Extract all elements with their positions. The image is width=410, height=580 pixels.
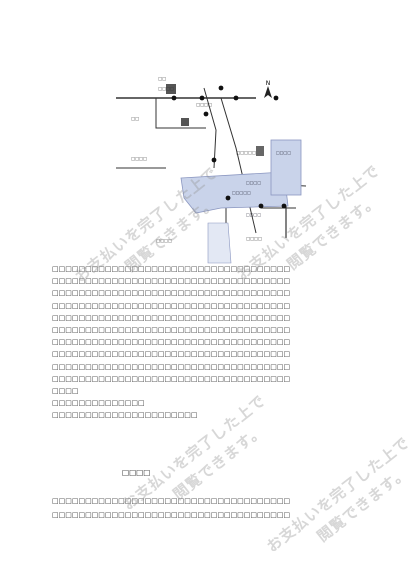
station-marker	[233, 95, 239, 101]
station-marker	[211, 157, 217, 163]
station-marker	[199, 95, 205, 101]
mall-area	[207, 222, 232, 264]
map-label: □□□□	[156, 238, 172, 243]
station-marker	[281, 203, 287, 209]
station-marker	[225, 195, 231, 201]
text-line: □□□□□□□□□□□□□□□□□□□□□□□□□□□□□□□□□□□□	[52, 374, 291, 383]
body-text: □□□□□□□□□□□□□□□□□□□□□□□□□□□□□□□□□□□□□□□□…	[52, 263, 362, 421]
mall-area	[270, 139, 302, 196]
map-label: □□□□	[196, 102, 212, 107]
text-line: □□□□□□□□□□□□□□□□□□□□□□□□□□□□□□□□□□□□	[52, 362, 291, 371]
text-line: □□□□□□□□□□□□□□□□□□□□□□□□□□□□□□□□□□□□	[52, 301, 291, 310]
map-label: □□□□□	[236, 150, 256, 155]
station-marker	[273, 95, 279, 101]
rail-line	[203, 87, 217, 169]
station-marker	[171, 95, 177, 101]
map-label: □□□□	[246, 236, 262, 241]
building-block	[256, 146, 264, 156]
underground-mall-map: □□□□□□□□□□□□□□□□□□□□□□□□□□□□□□□□□□□□□□□□…	[96, 58, 316, 283]
text-line: □□□□	[52, 386, 79, 395]
map-label: □□□□	[276, 150, 291, 155]
text-line: □□□□□□□□□□□□□□□□□□□□□□□□□□□□□□□□□□□□	[52, 350, 291, 359]
map-label: □□□□	[246, 180, 261, 185]
north-label: N	[266, 80, 271, 87]
text-line: □□□□□□□□□□□□□□	[52, 399, 145, 408]
map-label: □□□□	[158, 86, 174, 91]
text-line: □□□□□□□□□□□□□□□□□□□□□□□□□□□□□□□□□□□□	[52, 277, 291, 286]
text-line: □□□□□□□□□□□□□□□□□□□□□□□□□□□□□□□□□□□□	[52, 497, 291, 505]
station-marker	[203, 111, 209, 117]
map-label: □□□□	[246, 212, 261, 217]
text-line: □□□□□□□□□□□□□□□□□□□□□□□□□□□□□□□□□□□□	[52, 265, 291, 273]
map-svg: □□□□□□□□□□□□□□□□□□□□□□□□□□□□□□□□□□□□□□□□…	[116, 76, 307, 264]
building-block	[181, 118, 189, 126]
building-block	[166, 84, 176, 94]
text-line: □□□□□□□□□□□□□□□□□□□□□□□□□□□□□□□□□□□□	[52, 325, 291, 334]
map-label: □□	[158, 76, 166, 81]
station-marker	[258, 203, 264, 209]
map-label: □□□□□	[232, 190, 251, 195]
text-line: □□□□□□□□□□□□□□□□□□□□□□□□□□□□□□□□□□□□	[52, 338, 291, 347]
text-line: □□□□□□□□□□□□□□□□□□□□□□□□□□□□□□□□□□□□	[52, 289, 291, 298]
text-line: □□□□□□□□□□□□□□□□□□□□□□	[52, 411, 198, 420]
section-title: □□□□	[122, 468, 151, 477]
rail-line	[155, 98, 206, 129]
map-label: □□□□	[131, 156, 147, 161]
station-marker	[218, 85, 224, 91]
text-line: □□□□□□□□□□□□□□□□□□□□□□□□□□□□□□□□□□□□	[52, 313, 291, 322]
bottom-text: □□□□□□□□□□□□□□□□□□□□□□□□□□□□□□□□□□□□ □□□□…	[52, 494, 362, 522]
map-label: □□	[131, 116, 139, 121]
text-line: □□□□□□□□□□□□□□□□□□□□□□□□□□□□□□□□□□□□	[52, 511, 291, 519]
north-arrow-icon: N	[262, 80, 274, 100]
